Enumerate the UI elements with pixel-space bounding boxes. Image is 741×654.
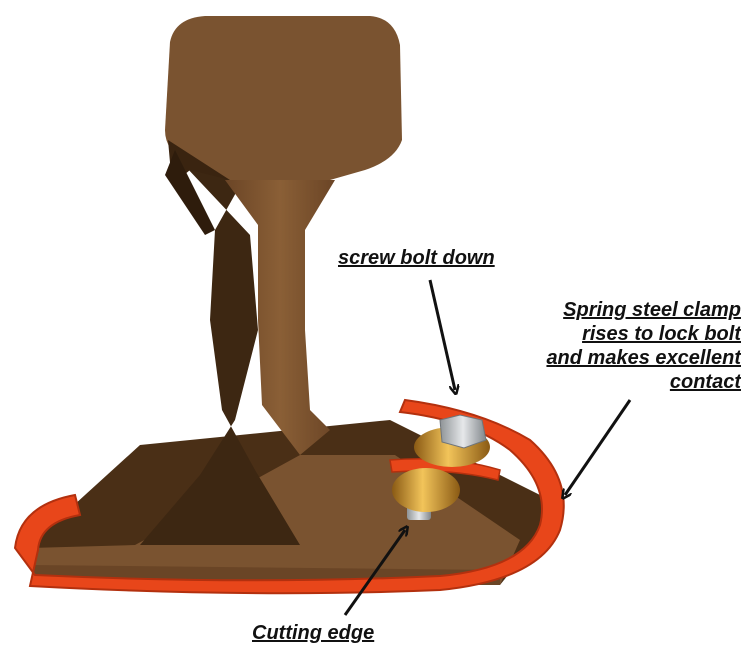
bolt-nut	[392, 468, 460, 512]
label-spring-line-3: and makes excellent	[493, 346, 741, 370]
label-screw-bolt: screw bolt down	[338, 246, 495, 270]
arrow-spring-clamp	[565, 400, 630, 495]
label-cutting-edge: Cutting edge	[252, 621, 374, 645]
label-spring-line-1: Spring steel clamp	[493, 298, 741, 322]
label-spring-line-2: rises to lock bolt	[493, 322, 741, 346]
label-spring-clamp: Spring steel clamp rises to lock bolt an…	[493, 298, 741, 394]
arrow-screw-bolt	[430, 280, 455, 390]
label-spring-line-4: contact	[493, 370, 741, 394]
